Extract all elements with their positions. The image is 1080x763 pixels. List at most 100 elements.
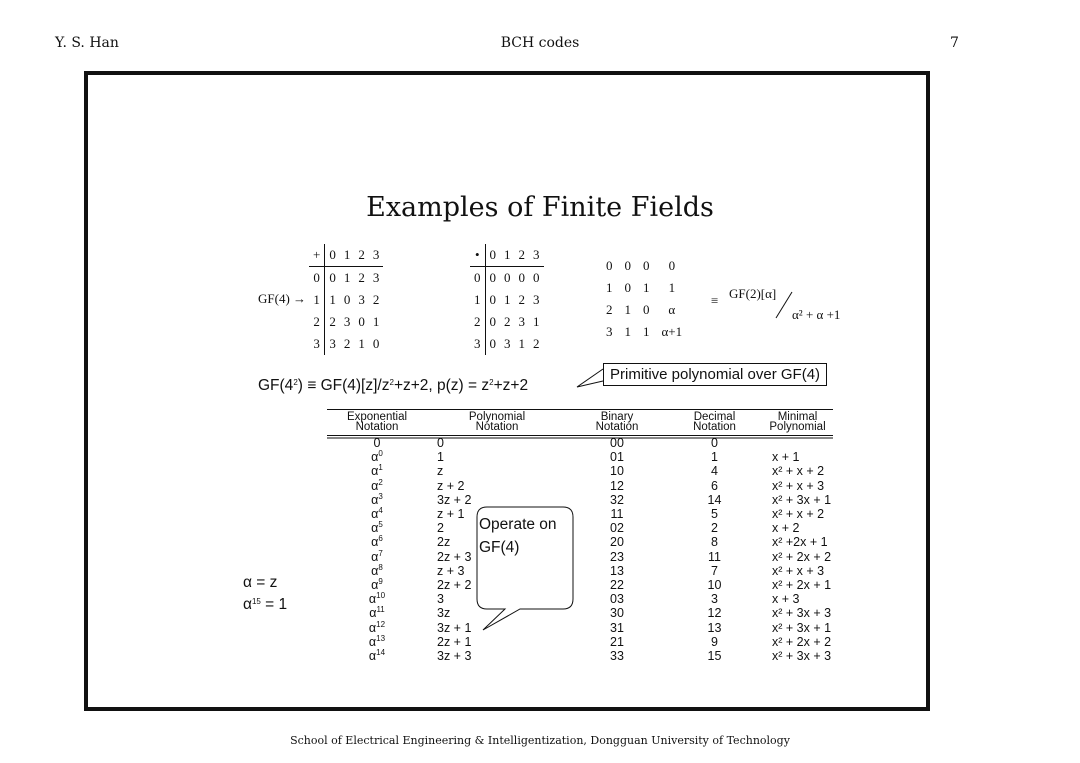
minimal-polynomial-cell: x² + 3x + 1 (772, 620, 832, 635)
binary-cell: 13 (610, 563, 624, 578)
mul-row-header: 0 (470, 266, 486, 289)
exponential-cell: α11 (369, 605, 385, 621)
rep-cell: 1 (668, 280, 676, 295)
mul-cell: 0 (489, 314, 497, 329)
polynomial-cell: 3z + 2 (437, 492, 472, 507)
decimal-cell: 14 (707, 492, 722, 507)
minimal-polynomial-cell: x² + 2x + 2 (772, 634, 832, 649)
polynomial-cell: z + 1 (437, 507, 465, 522)
add-cell: 0 (329, 270, 336, 285)
mul-row-header: 3 (470, 333, 486, 355)
add-row-header: 2 (309, 311, 326, 333)
minimal-polynomial-cell: x² + x + 3 (772, 478, 825, 493)
mul-row-header: 2 (470, 311, 486, 333)
add-cell: 2 (329, 314, 336, 329)
binary-cell: 21 (610, 634, 624, 649)
polynomial-cell: 2z + 1 (437, 634, 472, 649)
minimal-polynomial-cell: x² + 3x + 1 (772, 492, 832, 507)
add-col-header: 1 (339, 244, 355, 267)
add-cell: 1 (329, 292, 336, 307)
decimal-cell: 9 (711, 634, 718, 649)
exponential-cell: α2 (371, 477, 383, 493)
binary-cell: 20 (610, 535, 624, 550)
decimal-cell: 2 (711, 521, 718, 536)
add-operator: + (309, 244, 326, 267)
binary-cell: 23 (610, 549, 624, 564)
header-topic: BCH codes (500, 35, 580, 51)
binary-cell: 31 (610, 620, 624, 635)
polynomial-cell: 3z (437, 606, 451, 621)
binary-cell: 10 (610, 464, 624, 479)
rep-cell: 1 (643, 324, 650, 339)
polynomial-cell: z + 3 (437, 563, 465, 578)
minimal-polynomial-cell: x² +2x + 1 (772, 535, 828, 550)
footer-affiliation: School of Electrical Engineering & Intel… (290, 734, 790, 747)
binary-cell: 33 (610, 648, 624, 663)
add-cell: 1 (372, 314, 380, 329)
exponential-cell: α8 (371, 562, 383, 578)
binary-cell: 32 (610, 492, 624, 507)
minimal-polynomial-cell: x² + x + 2 (772, 507, 825, 522)
add-cell: 3 (372, 270, 380, 285)
minimal-polynomial-cell: x² + 3x + 3 (772, 606, 832, 621)
mul-cell: 2 (533, 336, 540, 351)
mul-cell: 3 (518, 314, 526, 329)
minimal-polynomial-cell: x² + 2x + 1 (772, 577, 832, 592)
minimal-polynomial-cell: x² + x + 3 (772, 563, 825, 578)
add-cell: 0 (372, 336, 380, 351)
mul-cell: 3 (533, 292, 540, 307)
rep-cell: α (668, 302, 676, 317)
polynomial-cell: 0 (437, 436, 444, 451)
decimal-cell: 1 (711, 450, 718, 465)
rep-cell: 0 (668, 258, 676, 273)
add-cell: 0 (343, 292, 351, 307)
exponential-cell: α12 (368, 619, 386, 635)
add-cell: 1 (343, 270, 351, 285)
table-row: α13 2z + 1 21 9 x² + 2x + 2 (327, 633, 833, 649)
rep-cell: 1 (643, 280, 650, 295)
add-cell: 2 (358, 270, 365, 285)
polynomial-cell: 2z + 2 (437, 577, 472, 592)
minimal-polynomial-cell: x² + x + 2 (772, 464, 825, 479)
mul-cell: 0 (518, 270, 526, 285)
mul-cell: 1 (518, 336, 526, 351)
minimal-polynomial-cell: x + 2 (772, 521, 800, 536)
decimal-cell: 5 (711, 507, 718, 522)
mul-cell: 0 (533, 270, 540, 285)
mul-cell: 0 (489, 270, 497, 285)
minimal-polynomial-cell: x² + 2x + 2 (772, 549, 832, 564)
minimal-polynomial-cell: x² + 3x + 3 (772, 648, 832, 663)
mul-operator: • (470, 244, 486, 267)
slide-title: Examples of Finite Fields (366, 192, 714, 223)
header-page-number: 7 (950, 35, 959, 51)
add-cell: 0 (358, 314, 365, 329)
mul-cell: 0 (504, 270, 511, 285)
add-col-header: 0 (324, 244, 340, 267)
polynomial-cell: 2z (437, 535, 451, 550)
polynomial-cell: z + 2 (437, 478, 465, 493)
rep-cell: 1 (624, 302, 632, 317)
alpha-note: α = z α15 = 1 (243, 574, 288, 613)
mul-col-header: 0 (485, 244, 500, 267)
exponential-cell: α13 (368, 633, 386, 649)
decimal-cell: 12 (707, 606, 722, 621)
add-cell: 3 (343, 314, 351, 329)
add-cell: 1 (358, 336, 365, 351)
exponential-cell: α9 (371, 576, 383, 592)
